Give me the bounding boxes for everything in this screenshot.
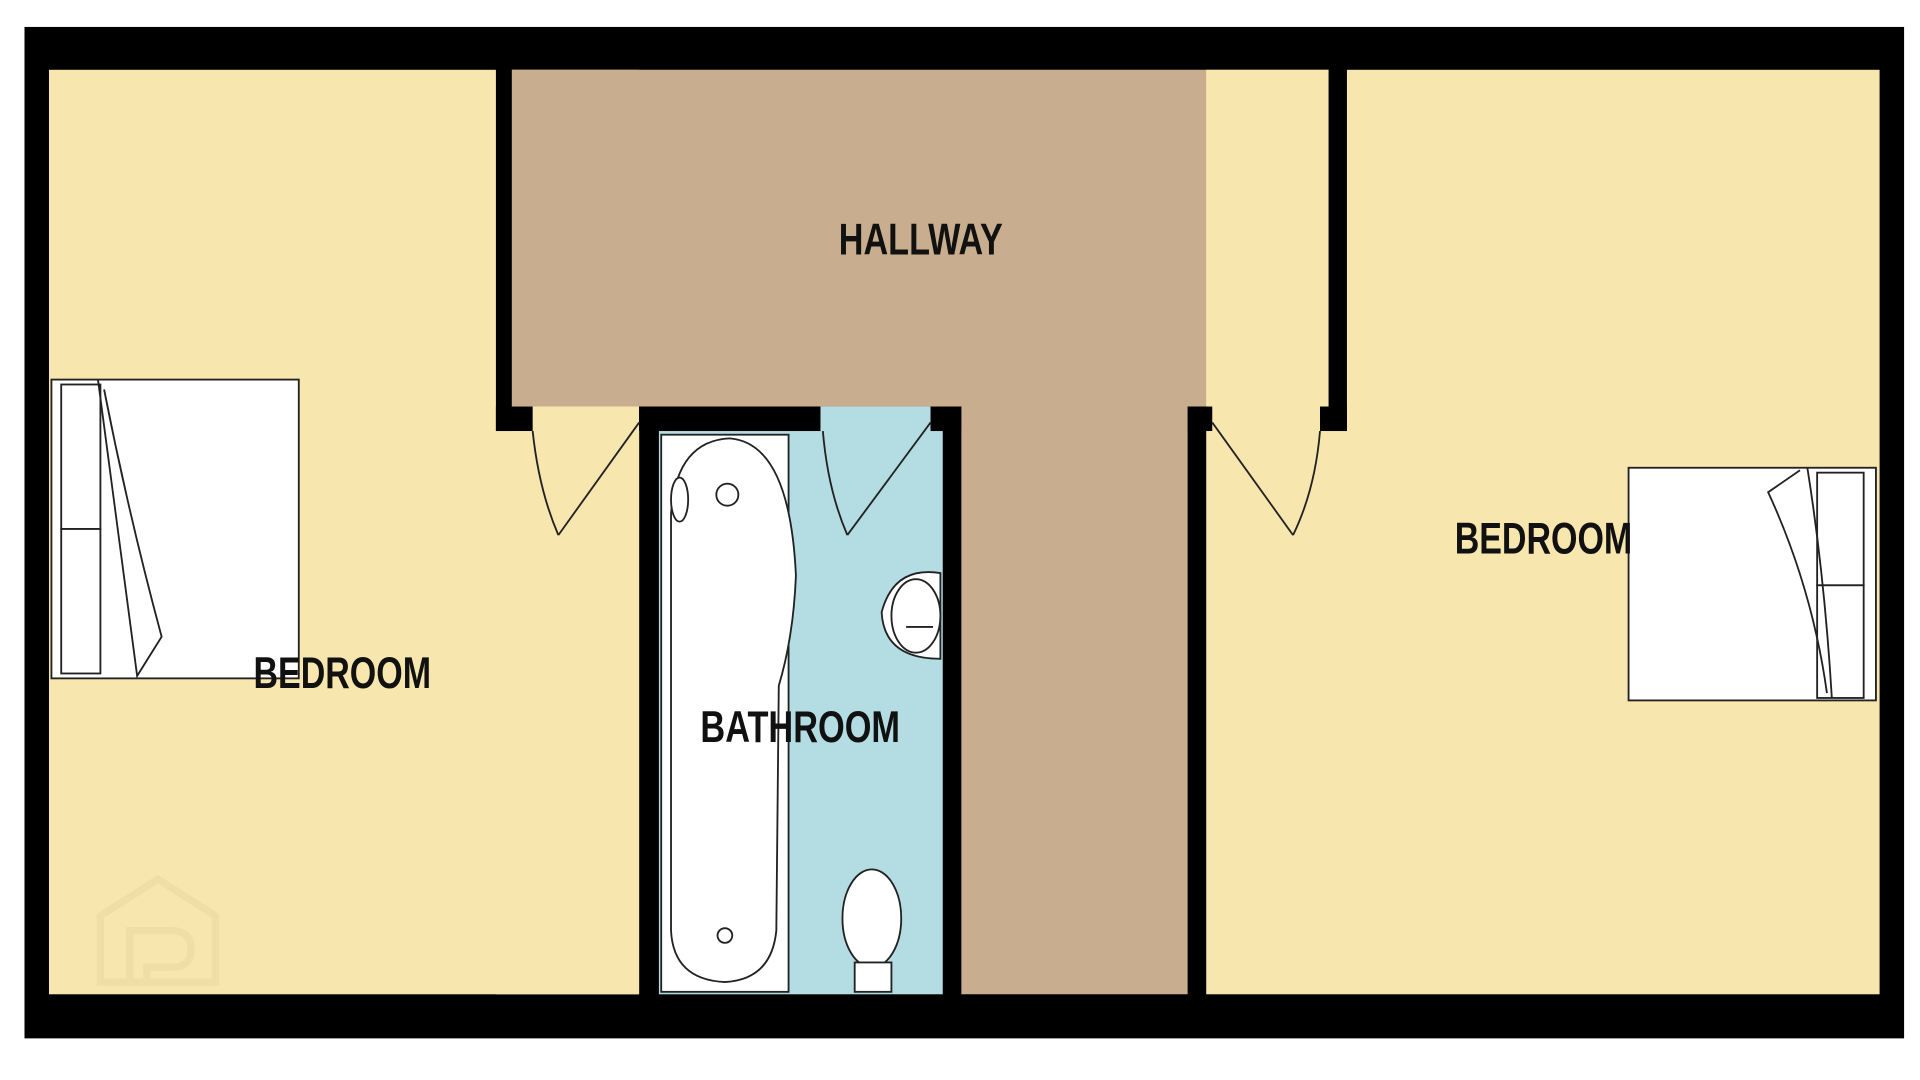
- sink-icon: [880, 571, 942, 660]
- door-bedroom-right: [1211, 421, 1321, 536]
- door-bedroom-left: [531, 421, 640, 536]
- wall: [1187, 406, 1207, 1019]
- room-label-bedroom-left: BEDROOM: [253, 649, 431, 698]
- wall: [495, 406, 533, 432]
- room-label-bathroom: BATHROOM: [700, 703, 900, 752]
- watermark-logo: [96, 874, 220, 986]
- wall: [639, 406, 659, 1019]
- bed-right-icon: [1627, 466, 1877, 702]
- room-bedroom-right-doorway: [1212, 406, 1320, 434]
- wall: [942, 406, 962, 1019]
- wall: [495, 48, 512, 432]
- bathtub-icon: [660, 433, 797, 993]
- room-label-bedroom-right: BEDROOM: [1455, 514, 1633, 563]
- room-bedroom-left-doorway: [495, 431, 643, 995]
- room-label-hallway: HALLWAY: [839, 216, 1003, 265]
- door-bathroom: [821, 421, 932, 536]
- toilet-icon: [841, 868, 903, 993]
- wall: [1187, 406, 1213, 432]
- wall: [1320, 406, 1347, 432]
- bed-left-icon: [50, 378, 300, 680]
- room-bathroom-doorway: [820, 406, 931, 434]
- wall: [1328, 48, 1347, 432]
- wall: [639, 406, 821, 432]
- room-hallway: [511, 69, 1329, 995]
